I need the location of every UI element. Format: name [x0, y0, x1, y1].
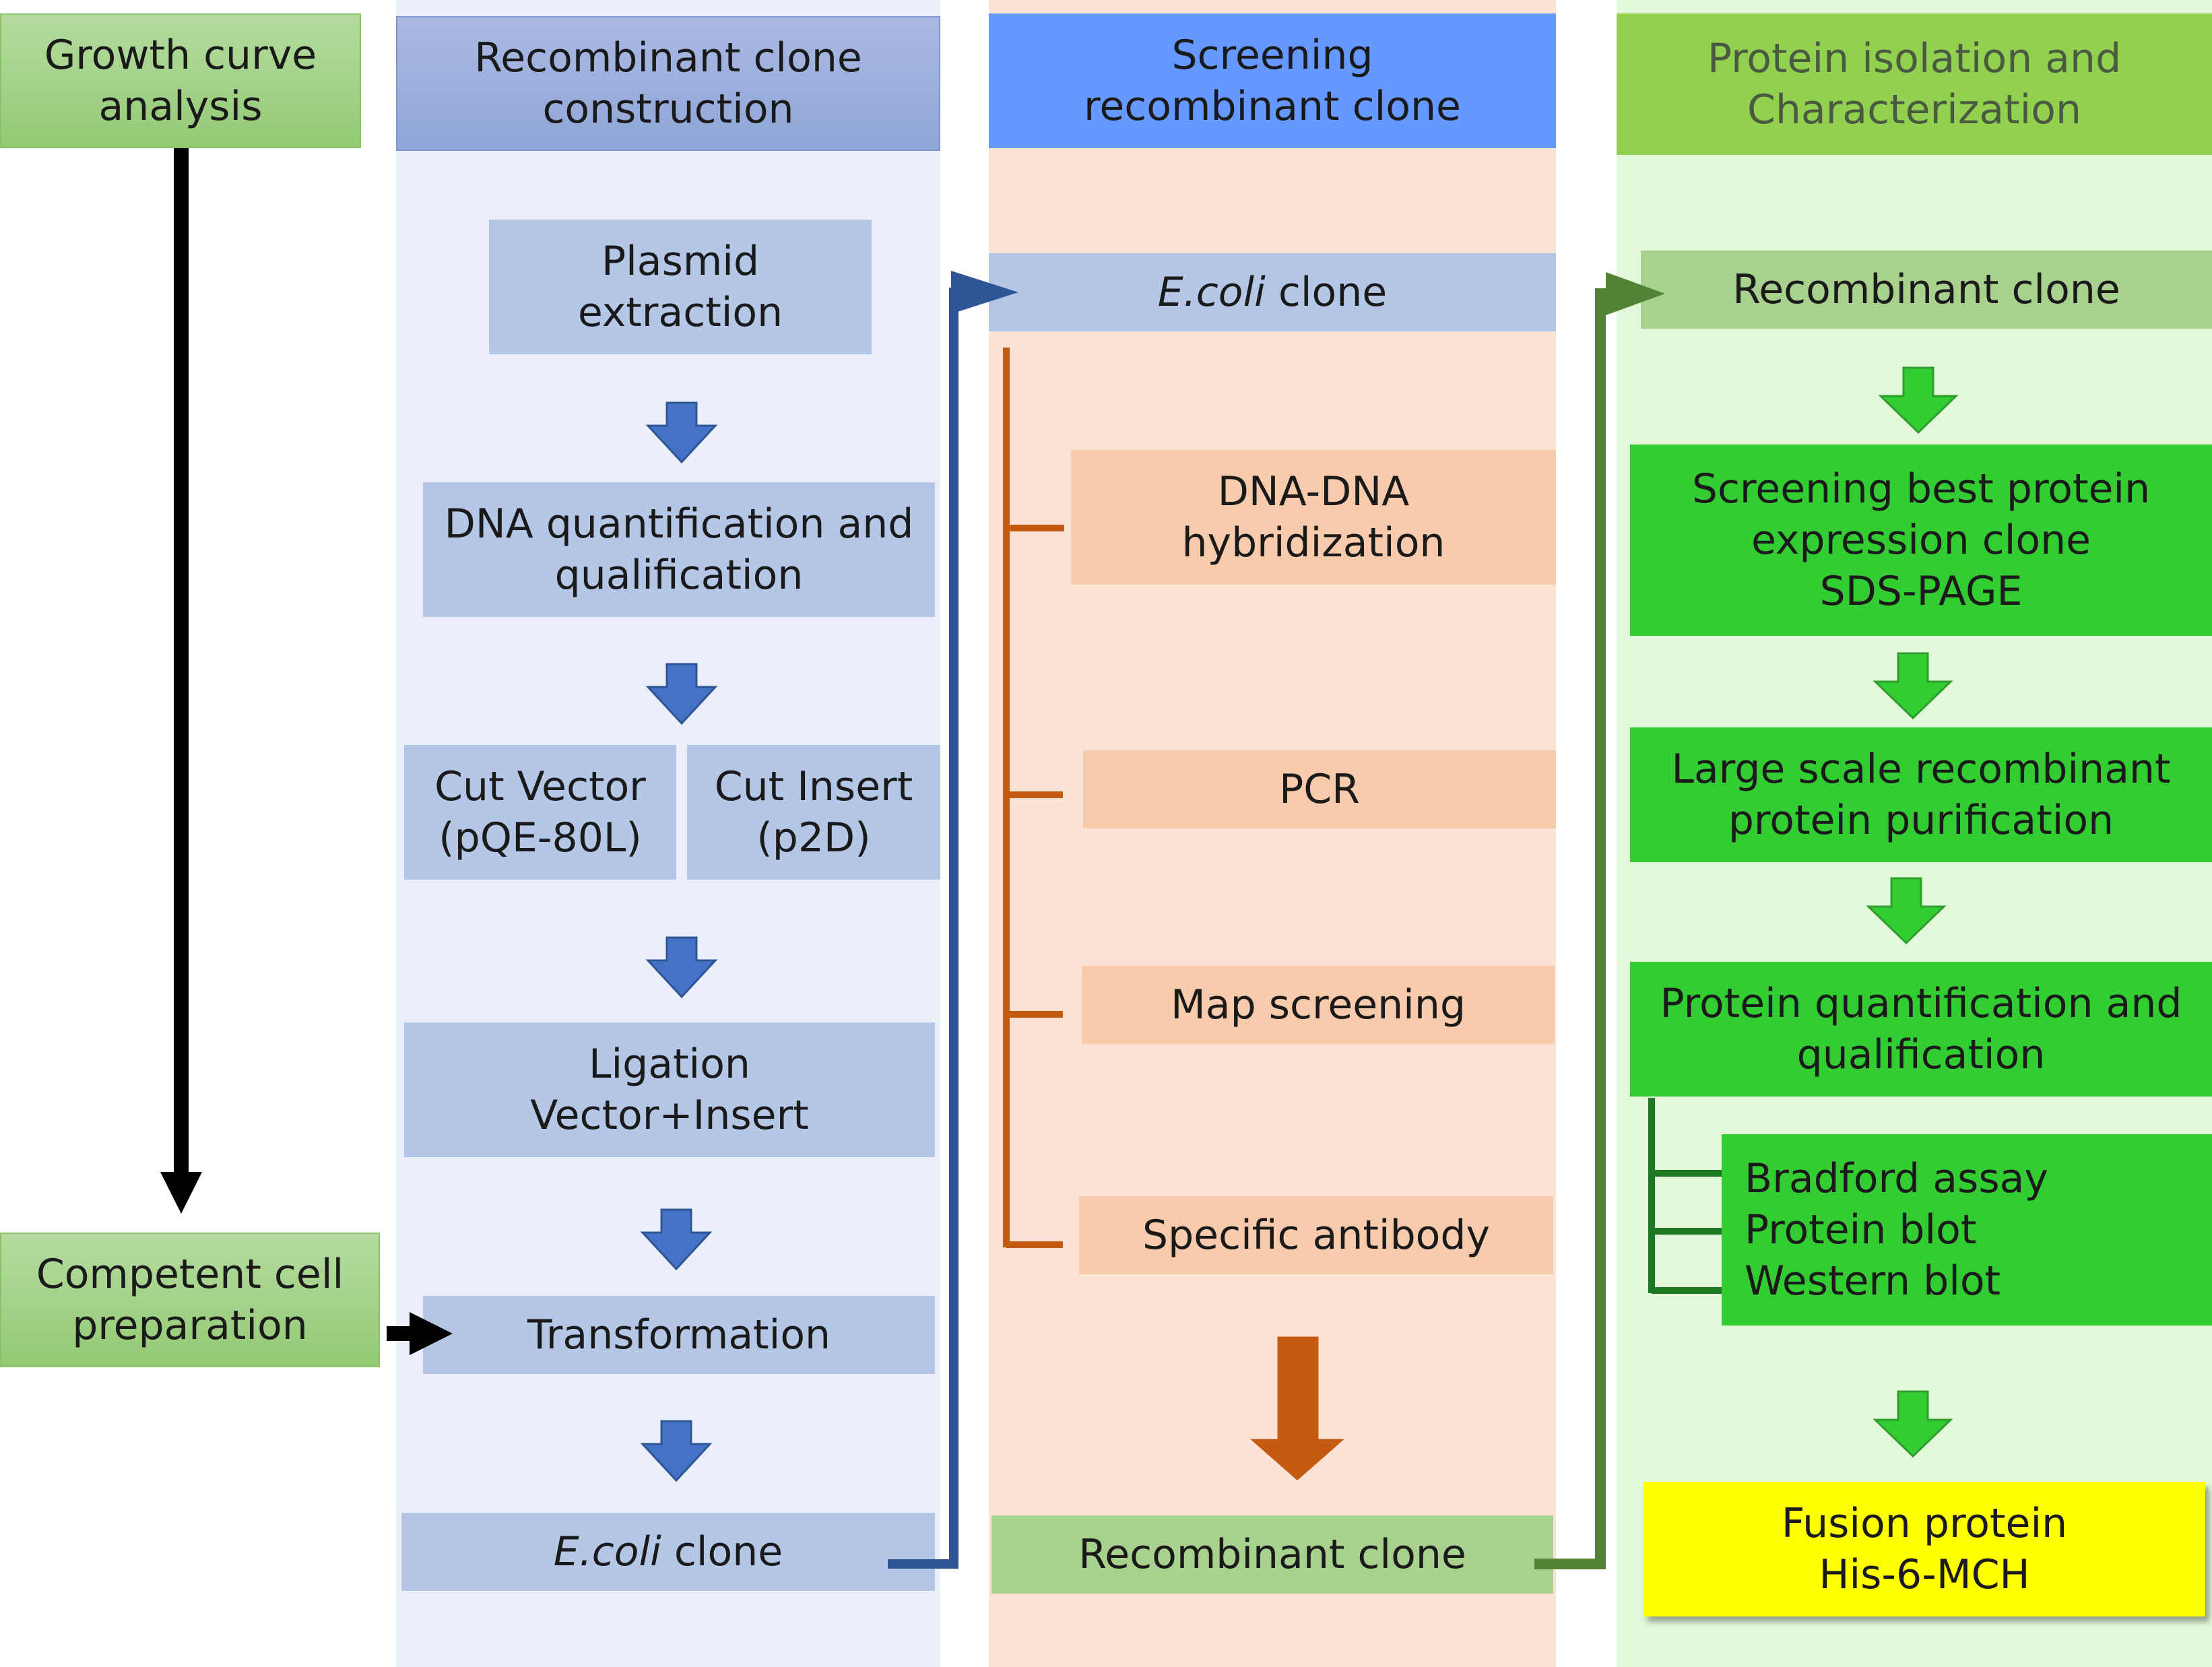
down-arrow-icon — [645, 936, 718, 999]
map-screening-box: Map screening — [1082, 966, 1555, 1044]
assay-item: Bradford assay — [1745, 1155, 2048, 1202]
green-down-arrow-icon — [1866, 877, 1947, 945]
growth-to-competent-arrow — [160, 148, 202, 1214]
ecoli-italic: E.coli — [553, 1528, 661, 1575]
screening-ecoli-clone-box: E.coli clone — [989, 253, 1556, 331]
down-arrow-icon — [640, 1420, 713, 1482]
screening-header: Screening recombinant clone — [989, 13, 1556, 148]
screening-recombinant-clone-box: Recombinant clone — [991, 1515, 1553, 1594]
dna-dna-hybridization-box: DNA-DNA hybridization — [1071, 450, 1556, 585]
growth-curve-box: Growth curve analysis — [0, 13, 361, 148]
dna-quantification-box: DNA quantification and qualification — [423, 482, 935, 617]
construction-to-screening-connector — [888, 271, 1018, 1569]
plasmid-extraction-box: Plasmid extraction — [489, 220, 872, 354]
green-down-arrow-icon — [1873, 652, 1953, 720]
screening-best-protein-box: Screening best protein expression clone … — [1630, 445, 2212, 636]
ecoli-italic: E.coli — [1157, 269, 1266, 316]
cut-insert-box: Cut Insert (p2D) — [687, 745, 940, 880]
down-arrow-icon — [645, 401, 718, 464]
construction-ecoli-clone-box: E.coli clone — [401, 1513, 935, 1591]
assay-bracket — [1648, 1098, 1722, 1294]
protein-quantification-box: Protein quantification and qualification — [1630, 962, 2212, 1097]
down-arrow-icon — [640, 1208, 713, 1271]
protein-recombinant-clone-box: Recombinant clone — [1641, 251, 2212, 329]
green-down-arrow-icon — [1878, 366, 1959, 434]
pcr-box: PCR — [1083, 750, 1556, 828]
green-down-arrow-icon — [1873, 1390, 1953, 1458]
ligation-box: Ligation Vector+Insert — [404, 1022, 935, 1157]
screening-to-protein-connector — [1534, 272, 1665, 1569]
screening-bracket — [1003, 348, 1064, 1248]
large-scale-purification-box: Large scale recombinant protein purifica… — [1630, 727, 2212, 862]
assay-item: Protein blot — [1745, 1206, 1977, 1253]
orange-down-arrow-icon — [1250, 1336, 1344, 1480]
assay-list-box: Bradford assay Protein blot Western blot — [1722, 1134, 2212, 1326]
specific-antibody-box: Specific antibody — [1079, 1196, 1553, 1274]
competent-cell-box: Competent cell preparation — [0, 1233, 380, 1367]
competent-to-transformation-arrow — [387, 1312, 453, 1355]
fusion-protein-box: Fusion protein His-6-MCH — [1644, 1482, 2205, 1616]
construction-header: Recombinant clone construction — [396, 16, 940, 151]
down-arrow-icon — [645, 663, 718, 725]
cut-vector-box: Cut Vector (pQE-80L) — [404, 745, 676, 880]
transformation-box: Transformation — [423, 1296, 935, 1374]
assay-item: Western blot — [1745, 1257, 2001, 1305]
protein-header: Protein isolation and Characterization — [1617, 13, 2212, 155]
